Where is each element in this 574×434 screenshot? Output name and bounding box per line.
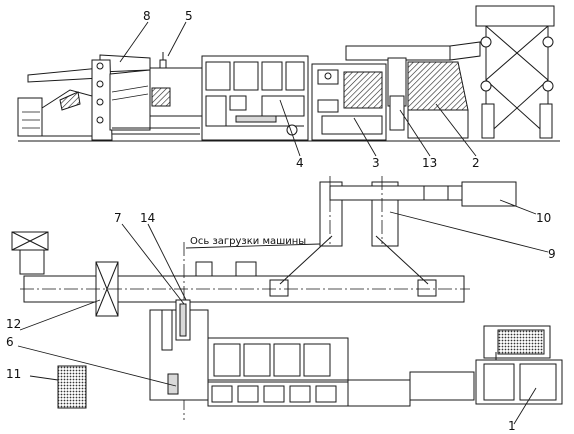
side-elevation	[17, 5, 560, 142]
feeder-hatched-part	[59, 91, 81, 111]
callout-label-9: 9	[548, 247, 556, 261]
unit-2-hatch	[407, 61, 469, 111]
callout-label-10: 10	[536, 211, 551, 225]
callout-label-11: 11	[6, 367, 21, 381]
leader-14	[147, 223, 187, 301]
callout-label-2: 2	[472, 156, 480, 170]
frame-9-10	[279, 176, 517, 285]
leader-13	[399, 109, 431, 157]
leader-3	[353, 117, 377, 157]
leader-8	[119, 21, 149, 63]
conveyor-body	[109, 69, 151, 131]
unit-3-hatch	[343, 71, 383, 109]
callout-label-3: 3	[372, 156, 380, 170]
inclined-conveyor-8	[91, 52, 203, 141]
leader-2	[435, 103, 477, 157]
leader-4	[279, 99, 301, 157]
plan-view	[11, 176, 563, 420]
left-feeder-unit	[17, 67, 101, 137]
callout-labels: 8 5 4 3 13 2 10 9 7 14 12 6 11 1 Ось заг…	[6, 9, 556, 433]
callout-label-14: 14	[140, 211, 155, 225]
loading-axis-caption: Ось загрузки машины	[190, 236, 306, 247]
leader-12	[19, 299, 101, 331]
callout-label-6: 6	[6, 335, 14, 349]
leader-lines	[17, 21, 549, 425]
unit-10	[461, 181, 517, 207]
lower-assembly	[149, 299, 475, 407]
unit-1	[475, 325, 563, 405]
feeder-top-chute	[27, 67, 101, 83]
part-5-stub	[159, 59, 167, 69]
callout-label-12: 12	[6, 317, 21, 331]
drum-hatch	[151, 87, 171, 107]
unit-2-13	[345, 41, 481, 139]
leader-7	[121, 223, 185, 305]
main-conveyor-plan	[20, 261, 470, 317]
unit-11-panel	[57, 365, 87, 409]
callout-label-7: 7	[114, 211, 122, 225]
axis-caption-leader	[185, 243, 321, 249]
tower-top	[475, 5, 555, 27]
leader-9	[389, 211, 549, 253]
callout-label-8: 8	[143, 9, 151, 23]
callout-label-1: 1	[508, 419, 516, 433]
callout-label-4: 4	[296, 156, 304, 170]
leader-1	[513, 387, 537, 425]
feeder-base-block	[17, 97, 43, 137]
right-tower	[475, 5, 555, 139]
leader-11	[29, 375, 59, 381]
callout-label-5: 5	[185, 9, 193, 23]
left-tower-plan	[11, 231, 49, 275]
leader-10	[499, 199, 537, 215]
leader-5	[167, 21, 187, 57]
central-block	[201, 55, 309, 141]
callout-label-13: 13	[422, 156, 437, 170]
unit-3	[311, 63, 387, 141]
leader-6	[17, 345, 177, 387]
